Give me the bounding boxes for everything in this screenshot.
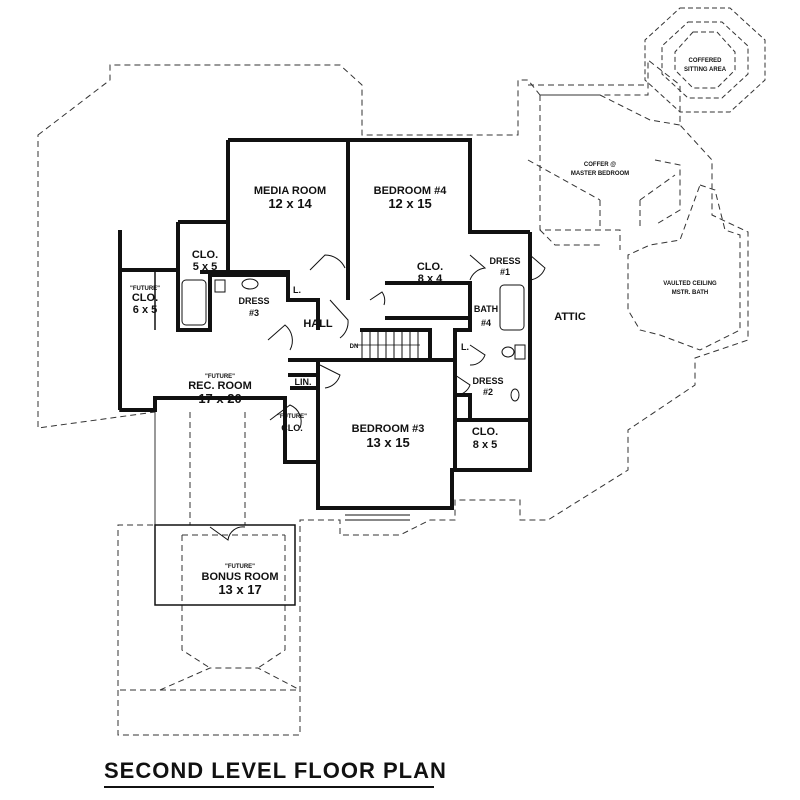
clo-6x5-size: 6 x 5 [133, 304, 157, 316]
lin-label: LIN. [295, 377, 312, 387]
bonus-room-name: BONUS ROOM [202, 571, 279, 583]
coffer-master-line1: COFFER @ [584, 162, 616, 168]
vaulted-bath-line1: VAULTED CEILING [663, 281, 717, 287]
rec-room-size: 17 x 20 [198, 391, 241, 406]
bath4-name: BATH [474, 304, 498, 314]
rec-room-name: REC. ROOM [188, 380, 252, 392]
structural-walls [118, 138, 532, 510]
clo-5x5-name: CLO. [192, 249, 218, 261]
dress1-name: DRESS [489, 256, 520, 266]
windows [294, 469, 500, 600]
clo-6x5-name: CLO. [132, 292, 158, 304]
clo-8x4-size: 8 x 4 [418, 273, 443, 285]
plan-title: SECOND LEVEL FLOOR PLAN [104, 758, 447, 783]
stair-dn-label: DN [350, 344, 359, 350]
media-room-name: MEDIA ROOM [254, 185, 326, 197]
dress2-num: #2 [483, 387, 493, 397]
coffer-master-line2: MASTER BEDROOM [571, 171, 629, 177]
dress2-name: DRESS [472, 376, 503, 386]
bath-fixtures [181, 278, 526, 402]
linen-l-label-2: L. [461, 342, 469, 352]
bath4-num: #4 [481, 318, 491, 328]
dress3-name: DRESS [238, 296, 269, 306]
coffered-sitting-octagon [644, 7, 766, 113]
bedroom4-name: BEDROOM #4 [374, 185, 448, 197]
bedroom3-size: 13 x 15 [366, 435, 409, 450]
stair [355, 330, 420, 360]
title-underline [104, 786, 434, 788]
bedroom4-size: 12 x 15 [388, 196, 431, 211]
hall-label: HALL [303, 318, 333, 330]
clo-future-name: CLO. [281, 423, 303, 433]
clo-8x5-size: 8 x 5 [473, 439, 497, 451]
coffered-sitting-line2: SITTING AREA [684, 67, 727, 73]
attic-label: ATTIC [554, 311, 586, 323]
media-room-size: 12 x 14 [268, 196, 312, 211]
clo-6x5-tag: "FUTURE" [130, 286, 160, 292]
bonus-room-size: 13 x 17 [218, 582, 261, 597]
linen-l-label-1: L. [293, 285, 301, 295]
rec-room-tag: "FUTURE" [205, 374, 235, 380]
bedroom3-name: BEDROOM #3 [352, 423, 425, 435]
clo-8x5-name: CLO. [472, 426, 498, 438]
door-swings [209, 254, 546, 541]
roof-outline [37, 58, 749, 736]
coffered-sitting-line1: COFFERED [689, 58, 723, 64]
clo-8x4-name: CLO. [417, 261, 443, 273]
clo-future-tag: "FUTURE" [277, 414, 307, 420]
dress3-num: #3 [249, 308, 259, 318]
vaulted-bath-line2: MSTR. BATH [672, 290, 709, 296]
clo-5x5-size: 5 x 5 [193, 261, 217, 273]
bonus-room-tag: "FUTURE" [225, 564, 255, 570]
dress1-num: #1 [500, 267, 510, 277]
